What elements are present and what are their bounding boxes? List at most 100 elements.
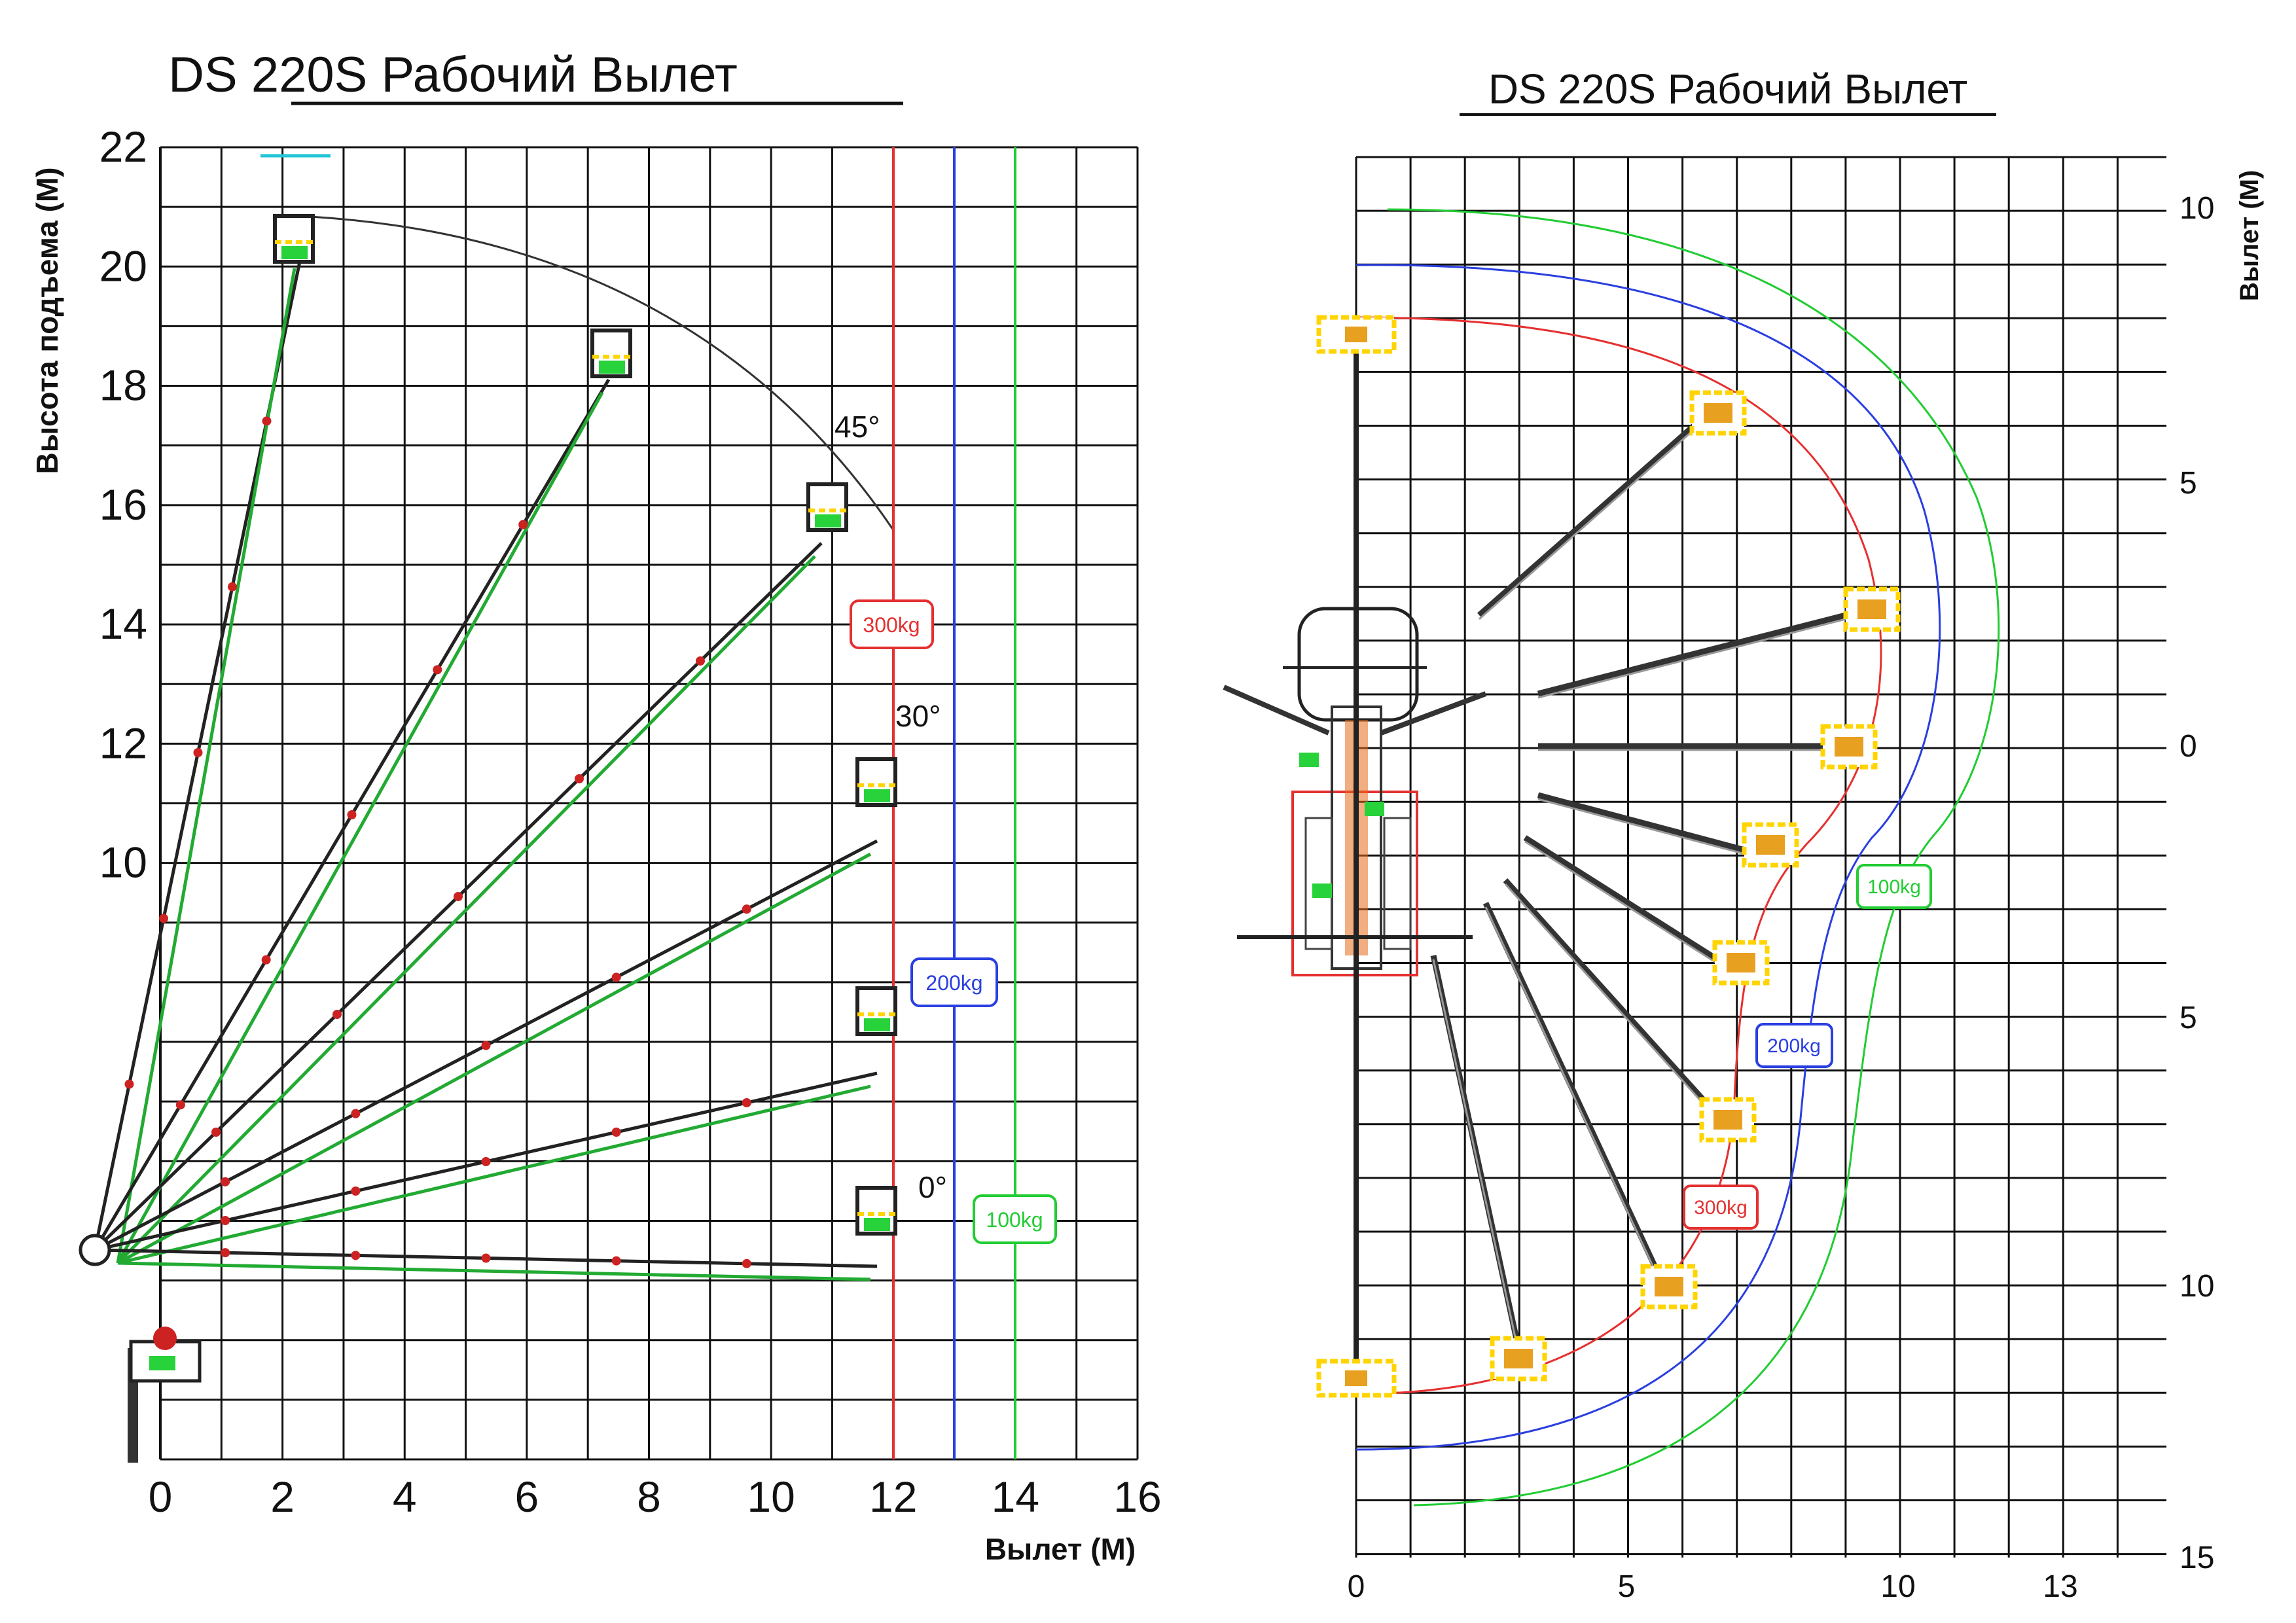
boom-joint (351, 1186, 361, 1196)
limit-tag-200kg: 200kg (910, 957, 998, 1007)
boom-joint (351, 1251, 361, 1260)
boom-arm-edge (1504, 883, 1716, 1118)
right-x-tick-label: 5 (1618, 1569, 1636, 1604)
boom-section-green (117, 555, 816, 1264)
svg-text:200kg: 200kg (925, 971, 982, 995)
boom-arm (1537, 612, 1847, 697)
boom-joint (262, 416, 272, 426)
right-y-tick-label: 15 (2179, 1541, 2214, 1575)
limit-curve-200kg (1355, 264, 1941, 1451)
basket-top-fill (1727, 953, 1755, 972)
svg-text:200kg: 200kg (1767, 1035, 1821, 1057)
boom-joint (433, 665, 442, 675)
right-x-tick-label: 0 (1348, 1569, 1365, 1604)
right-booms (1316, 315, 1901, 1398)
boom-arm-edge (1484, 906, 1664, 1287)
left-working-envelope-arc (297, 215, 895, 531)
basket-top-fill (1756, 835, 1785, 855)
svg-text:300kg: 300kg (1694, 1197, 1748, 1219)
basket-floor (864, 1218, 890, 1231)
basket-top (1712, 940, 1770, 986)
boom-joint (481, 1041, 491, 1050)
left-y-tick-label: 14 (99, 599, 147, 648)
right-y-tick-label: 10 (2179, 191, 2214, 226)
boom-joint (481, 1253, 491, 1263)
basket-top-fill (1504, 1349, 1533, 1368)
basket-floor (864, 789, 890, 802)
basket-top (1490, 1336, 1547, 1382)
left-side-reach-diagram: DS 220S Рабочий Вылет Высота подъема (М)… (30, 47, 1162, 1566)
basket-top-fill (1857, 599, 1886, 619)
left-x-tick-label: 4 (393, 1472, 417, 1521)
boom-arm (1503, 878, 1717, 1115)
limit-tag-100kg-top: 100kg (1856, 864, 1932, 909)
boom-section-green (116, 268, 296, 1264)
svg-text:100kg: 100kg (1867, 876, 1921, 898)
right-x-tick-label: 10 (1880, 1569, 1915, 1604)
boom-joint (611, 1128, 621, 1137)
left-y-tick-label: 10 (99, 838, 147, 887)
basket-top-end (1316, 315, 1397, 354)
right-y-axis-label: Вылет (М) (2235, 170, 2264, 301)
svg-text:300kg: 300kg (863, 613, 920, 637)
right-y-tick-label: 0 (2179, 729, 2197, 764)
boom-section-green (117, 1261, 871, 1281)
boom-section-green (117, 1084, 871, 1265)
limit-tag-200kg-top: 200kg (1755, 1023, 1833, 1068)
boom-arm-edge (1479, 421, 1702, 620)
left-x-tick-label: 12 (869, 1472, 917, 1521)
boom-section-green (116, 391, 604, 1264)
left-y-tick-label: 18 (99, 361, 147, 410)
left-x-tick-label: 14 (992, 1472, 1039, 1521)
limit-curve-100kg (1387, 208, 2000, 1507)
right-y-tick-label: 5 (2179, 466, 2197, 501)
basket-floor (599, 361, 625, 374)
left-y-tick-label: 16 (99, 480, 147, 529)
left-y-axis-label: Высота подъема (М) (30, 167, 64, 474)
left-x-tick-label: 10 (747, 1472, 795, 1521)
basket-top-fill (1835, 737, 1863, 757)
angle-label-30: 30° (895, 699, 941, 733)
boom-joint (351, 1109, 361, 1118)
boom-arm (1537, 792, 1749, 854)
boom-joint (454, 892, 463, 901)
basket-top-end-fill (1345, 327, 1367, 342)
right-grid (1355, 156, 2166, 1558)
boom-arm (1482, 902, 1666, 1284)
right-y-tick-label: 10 (2179, 1269, 2214, 1304)
boom-joint (742, 904, 751, 914)
left-x-tick-label: 16 (1113, 1472, 1161, 1521)
basket (855, 1186, 897, 1236)
boom-joint (175, 1100, 185, 1110)
boom-joint (481, 1157, 491, 1166)
left-x-tick-label: 6 (515, 1472, 539, 1521)
left-booms (79, 214, 897, 1281)
boom-joint (611, 1256, 621, 1266)
boom-arm (1477, 416, 1704, 618)
boom-arm-edge (1524, 840, 1722, 967)
boom-joint (211, 1128, 221, 1137)
boom-joint (221, 1216, 230, 1225)
boom-joint (221, 1248, 230, 1258)
boom-joint (742, 1098, 751, 1107)
limit-tag-100kg: 100kg (973, 1194, 1057, 1244)
right-y-tick-label: 5 (2179, 1001, 2197, 1035)
left-x-tick-label: 0 (149, 1472, 173, 1521)
svg-text:100kg: 100kg (986, 1208, 1043, 1232)
angle-label-45: 45° (834, 410, 880, 444)
left-x-tick-label: 2 (270, 1472, 295, 1521)
basket-top-fill (1713, 1110, 1742, 1130)
stowed-machine (128, 1327, 202, 1463)
angle-label-0: 0° (918, 1170, 947, 1204)
basket-floor (815, 514, 841, 527)
boom-joint (159, 914, 168, 923)
basket-top-end-fill (1345, 1370, 1367, 1386)
left-y-tick-label: 22 (99, 122, 147, 171)
boom-arm-edge (1537, 618, 1846, 699)
boom-joint (696, 656, 705, 666)
basket-floor (281, 246, 308, 259)
boom-joint (228, 582, 237, 592)
